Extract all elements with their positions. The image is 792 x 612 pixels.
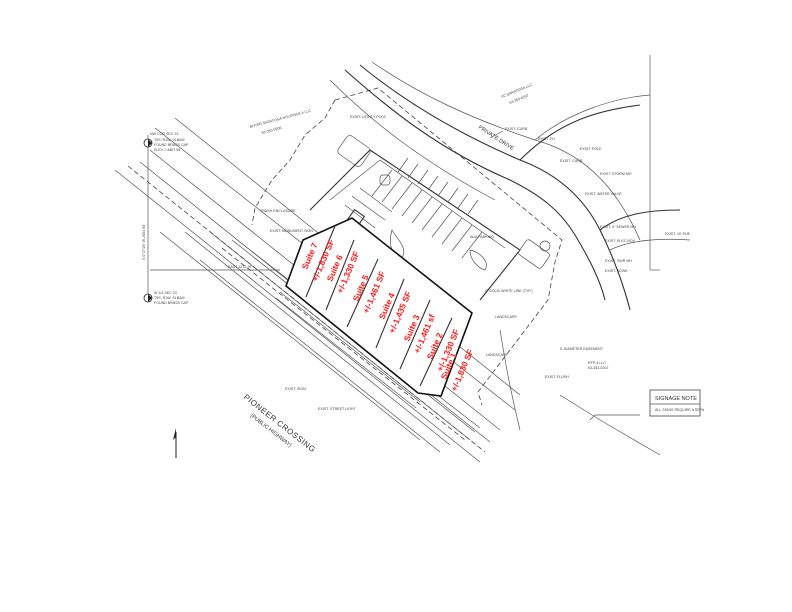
callout-4: EXIST. STORM MH — [600, 172, 632, 176]
callout-7: EXIST. ELEC BOX — [605, 239, 636, 243]
signage-note-box: SIGNAGE NOTE ALL SIGNS REQUIRE A SEPA — [649, 389, 705, 417]
building-footprint — [275, 217, 473, 409]
callout-9: EXIST. SWR MH — [605, 259, 632, 263]
callout-1: EXIST. FH — [538, 137, 555, 141]
signage-note-title: SIGNAGE NOTE — [655, 396, 697, 402]
signage-note-text: ALL SIGNS REQUIRE A SEPA — [655, 408, 705, 412]
callout-2: EXIST. POLE — [580, 147, 602, 151]
north-arrow-icon — [173, 428, 177, 458]
callout-10: EXIST. SDWK — [605, 269, 628, 273]
callout-14: EXIST. MONUMENT SIGN — [270, 229, 313, 233]
east-distance-label: EAST 1212.76' — [228, 265, 252, 269]
callout-13: LANDSCAPE — [486, 353, 508, 357]
nw-corner-line-4: ELEV = 4567.96 — [154, 148, 180, 152]
callout-18: LANDSCAPE — [495, 315, 517, 319]
owner-se-parcel: 63-353-0202 — [588, 366, 608, 370]
callout-6: EXIST. 4" SEWER MH — [600, 225, 636, 229]
w-quarter-line-2: T5S, R1W, SLB&M — [154, 296, 185, 300]
callout-16: 5' DIAMETER EASEMENT — [560, 347, 604, 351]
east-boundary — [499, 55, 661, 456]
callout-21: EXIST. SIGN — [285, 387, 306, 391]
pioneer-crossing-label: PIONEER CROSSING — [242, 392, 318, 454]
callout-5: EXIST. WATER VALVE — [585, 192, 622, 196]
nw-corner-line-2: T5S, R1W, SLB&M — [154, 138, 185, 142]
owner-west-parcel: 63-353-0206 — [261, 126, 282, 135]
parking-stalls — [344, 157, 483, 259]
callout-20: 4" SOLID WHITE LINE (TYP.) — [485, 289, 533, 293]
callout-17: EXIST. UTILITY POLE — [350, 115, 386, 119]
callouts: EXIST. CURB EXIST. FH EXIST. POLE EXIST.… — [260, 115, 691, 411]
owner-north-parcel: 63-353-0207 — [509, 94, 529, 105]
owner-se-name: RFP-4 LLC — [588, 361, 606, 365]
callout-11: EXIST. FLUSH — [545, 375, 569, 379]
callout-0: EXIST. CURB — [505, 127, 528, 131]
callout-19: ADA PARKING — [470, 235, 494, 239]
nw-corner-line-1: NW COR SEC 23 — [150, 132, 178, 136]
callout-8: EXIST. 10' PUE — [665, 232, 691, 236]
property-boundary — [251, 87, 563, 406]
w-quarter-line-3: FOUND BRASS CAP — [154, 301, 189, 305]
callout-12: EXIST. STREET LIGHT — [318, 407, 356, 411]
w-quarter-line-1: W 1/4 SEC 23 — [154, 291, 177, 295]
survey-section-line: NW COR SEC 23 T5S, R1W, SLB&M FOUND BRAS… — [142, 132, 280, 305]
nw-corner-line-3: FOUND BRASS CAP — [154, 143, 189, 147]
callout-15: TRASH ENCLOSURE — [260, 209, 296, 213]
callout-3: EXIST. CURB — [560, 159, 583, 163]
bearing-label: S 0°27'26" W 2654.95' — [142, 224, 146, 260]
